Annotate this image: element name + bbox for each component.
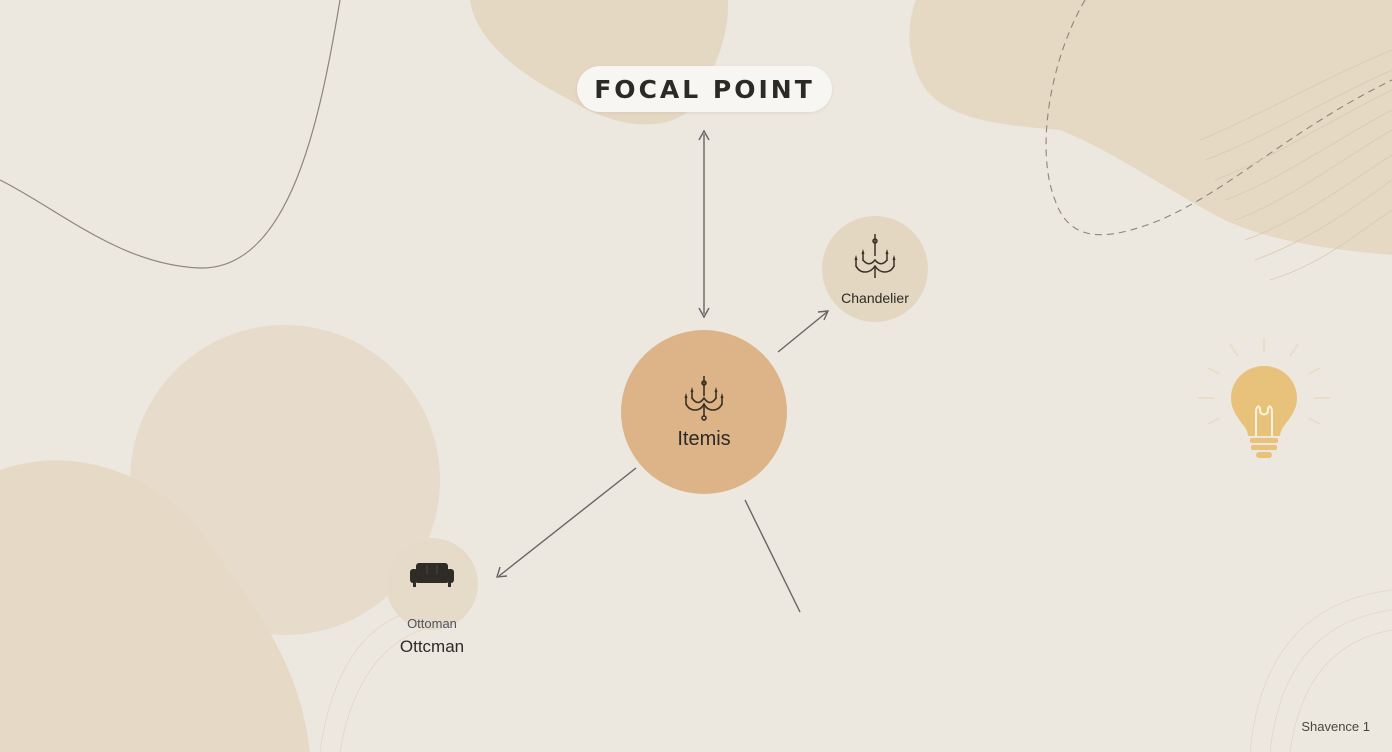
lightbulb-icon — [1198, 338, 1330, 458]
center-node[interactable]: Itemis — [621, 330, 787, 494]
ottoman-small-label: Ottoman — [407, 616, 457, 631]
chandelier-node-label: Chandelier — [841, 290, 909, 306]
focal-point-title: FOCAL POINT — [577, 66, 832, 112]
chandelier-icon — [854, 234, 896, 278]
chandelier-icon — [684, 375, 724, 421]
ottoman-node[interactable] — [386, 538, 478, 630]
ottoman-label: Ottcman — [399, 637, 465, 656]
chandelier-node[interactable]: Chandelier — [822, 216, 928, 322]
sofa-icon — [410, 563, 454, 587]
footer-label: Shavence 1 — [1301, 719, 1370, 734]
center-node-label: Itemis — [677, 427, 731, 450]
